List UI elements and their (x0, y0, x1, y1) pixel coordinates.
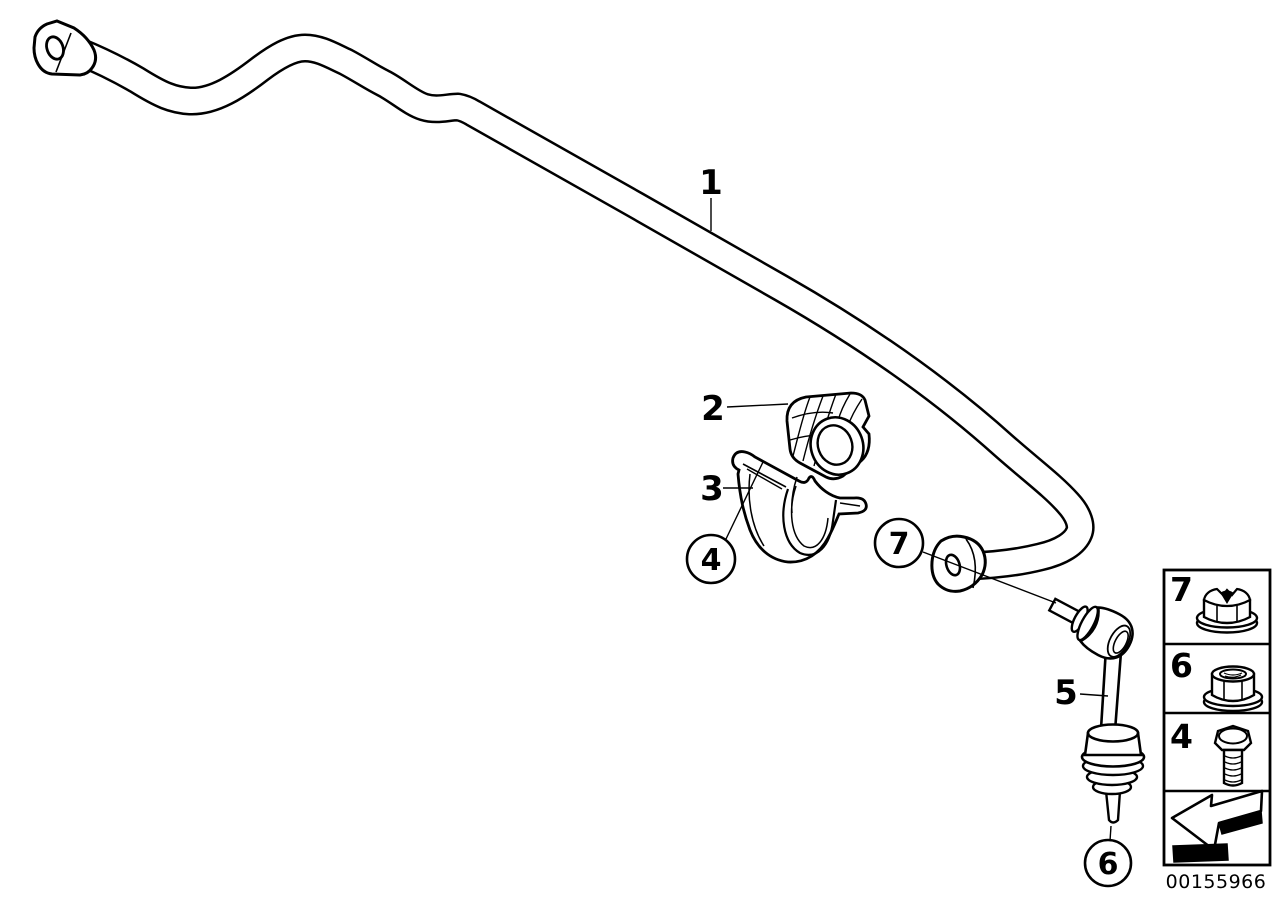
svg-text:4: 4 (1170, 717, 1193, 756)
leader-7 (922, 551, 1057, 604)
bar-end-tab (930, 534, 987, 593)
leader-6 (1109, 825, 1112, 842)
svg-text:6: 6 (1170, 646, 1193, 685)
upper-ball-joint (1047, 597, 1134, 660)
legend-row-arrow (1170, 789, 1264, 863)
leader-lines (710, 198, 1112, 842)
stabilizer-bar (74, 33, 1095, 581)
svg-text:7: 7 (889, 527, 910, 562)
stabilizer-rubber-mount (785, 391, 871, 481)
leader-5 (1079, 693, 1109, 697)
lock-nut-icon (1195, 587, 1259, 634)
callout-3: 3 (700, 469, 724, 509)
flange-nut-icon (1202, 665, 1264, 713)
legend-row-4: 4 (1170, 717, 1253, 787)
lower-ball-joint (1080, 723, 1146, 824)
leader-4 (725, 461, 764, 540)
callout-6-circle: 6 (1083, 838, 1133, 888)
leader-2 (726, 403, 789, 408)
callout-5: 5 (1054, 673, 1078, 713)
drawing-number: 00155966 (1166, 871, 1267, 893)
callout-7-circle: 7 (873, 517, 925, 569)
stabilizer-link (1047, 597, 1146, 824)
hex-bolt-icon (1213, 724, 1253, 787)
direction-of-travel-arrow-icon (1170, 789, 1264, 863)
callout-labels: 1 2 3 5 4 7 6 (685, 163, 1133, 888)
svg-text:4: 4 (701, 543, 722, 578)
svg-text:7: 7 (1170, 570, 1193, 609)
callout-2: 2 (701, 389, 725, 429)
legend-panel: 7 6 (1162, 568, 1272, 893)
stabilizer-bracket (731, 450, 868, 564)
legend-row-7: 7 (1170, 570, 1259, 634)
legend-row-6: 6 (1170, 646, 1264, 713)
callout-1: 1 (699, 163, 723, 203)
svg-text:6: 6 (1098, 847, 1119, 882)
callout-4-circle: 4 (685, 533, 737, 585)
bar-eyelet (32, 19, 98, 77)
